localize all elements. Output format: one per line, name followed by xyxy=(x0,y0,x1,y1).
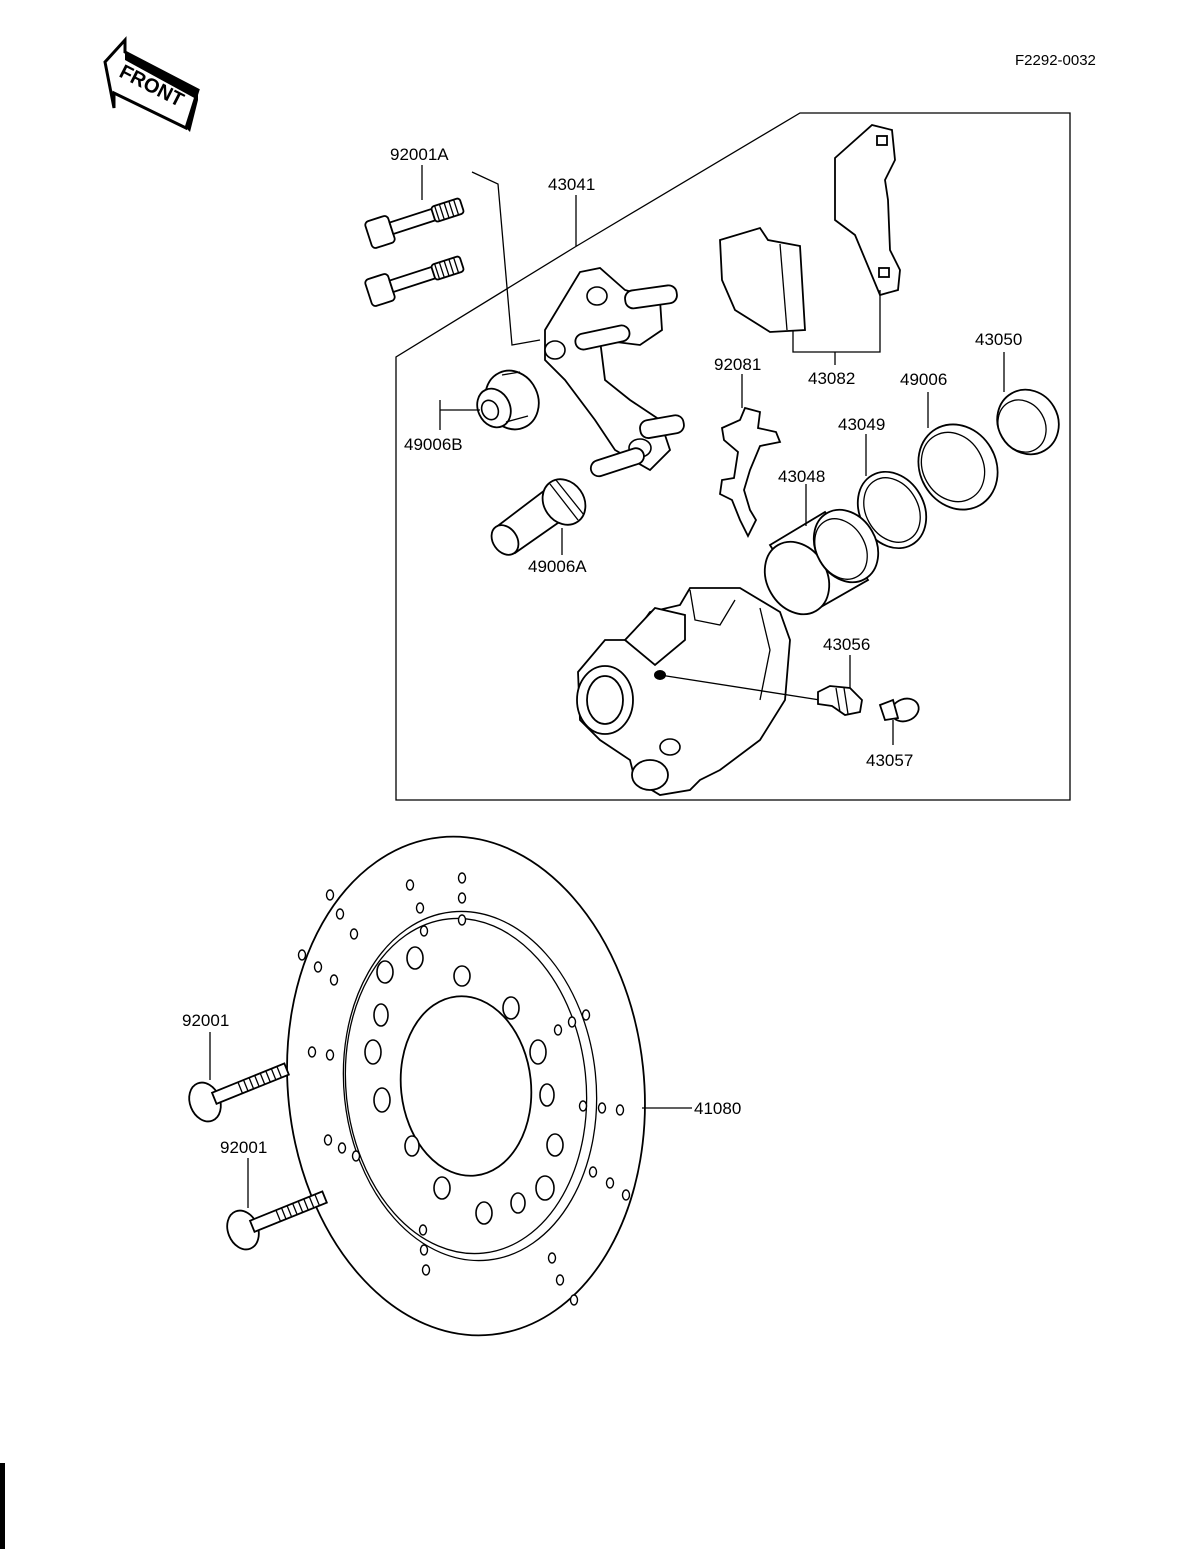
caliper-body-icon xyxy=(576,587,821,796)
part-label-43082: 43082 xyxy=(808,369,855,388)
anti-rattle-spring-icon xyxy=(719,406,782,539)
part-label-43041: 43041 xyxy=(548,175,595,194)
dust-seal-icon xyxy=(917,423,999,511)
document-number: F2292-0032 xyxy=(1015,52,1096,69)
caliper-bolt-icon xyxy=(364,197,465,307)
front-arrow-icon: FRONT xyxy=(103,36,200,132)
part-label-49006A: 49006A xyxy=(528,557,587,576)
part-label-43057: 43057 xyxy=(866,751,913,770)
disc-vent-holes xyxy=(297,872,631,1306)
part-label-43050: 43050 xyxy=(975,330,1022,349)
piston-cap-icon xyxy=(996,388,1060,456)
caliper-bracket-icon xyxy=(544,267,685,478)
bleed-valve-icon xyxy=(817,685,863,716)
pin-boot-a-icon xyxy=(490,478,587,556)
caliper-assembly-outline xyxy=(395,112,1071,801)
part-label-43056: 43056 xyxy=(823,635,870,654)
part-label-49006: 49006 xyxy=(900,370,947,389)
piston-icon xyxy=(763,508,880,616)
part-label-41080: 41080 xyxy=(694,1099,741,1118)
part-label-43049: 43049 xyxy=(838,415,885,434)
scan-edge-mark xyxy=(0,1463,5,1549)
part-label-49006B: 49006B xyxy=(404,435,463,454)
part-label-92081: 92081 xyxy=(714,355,761,374)
part-label-92001A: 92001A xyxy=(390,145,449,164)
part-label-92001-upper: 92001 xyxy=(182,1011,229,1030)
brake-disc-icon xyxy=(286,835,646,1337)
bleed-cap-icon xyxy=(878,697,920,723)
part-label-43048: 43048 xyxy=(778,467,825,486)
disc-bolt-icon xyxy=(188,1062,329,1251)
pin-boot-b-icon xyxy=(476,369,540,431)
part-label-92001-lower: 92001 xyxy=(220,1138,267,1157)
brake-pad-icon xyxy=(719,124,901,333)
